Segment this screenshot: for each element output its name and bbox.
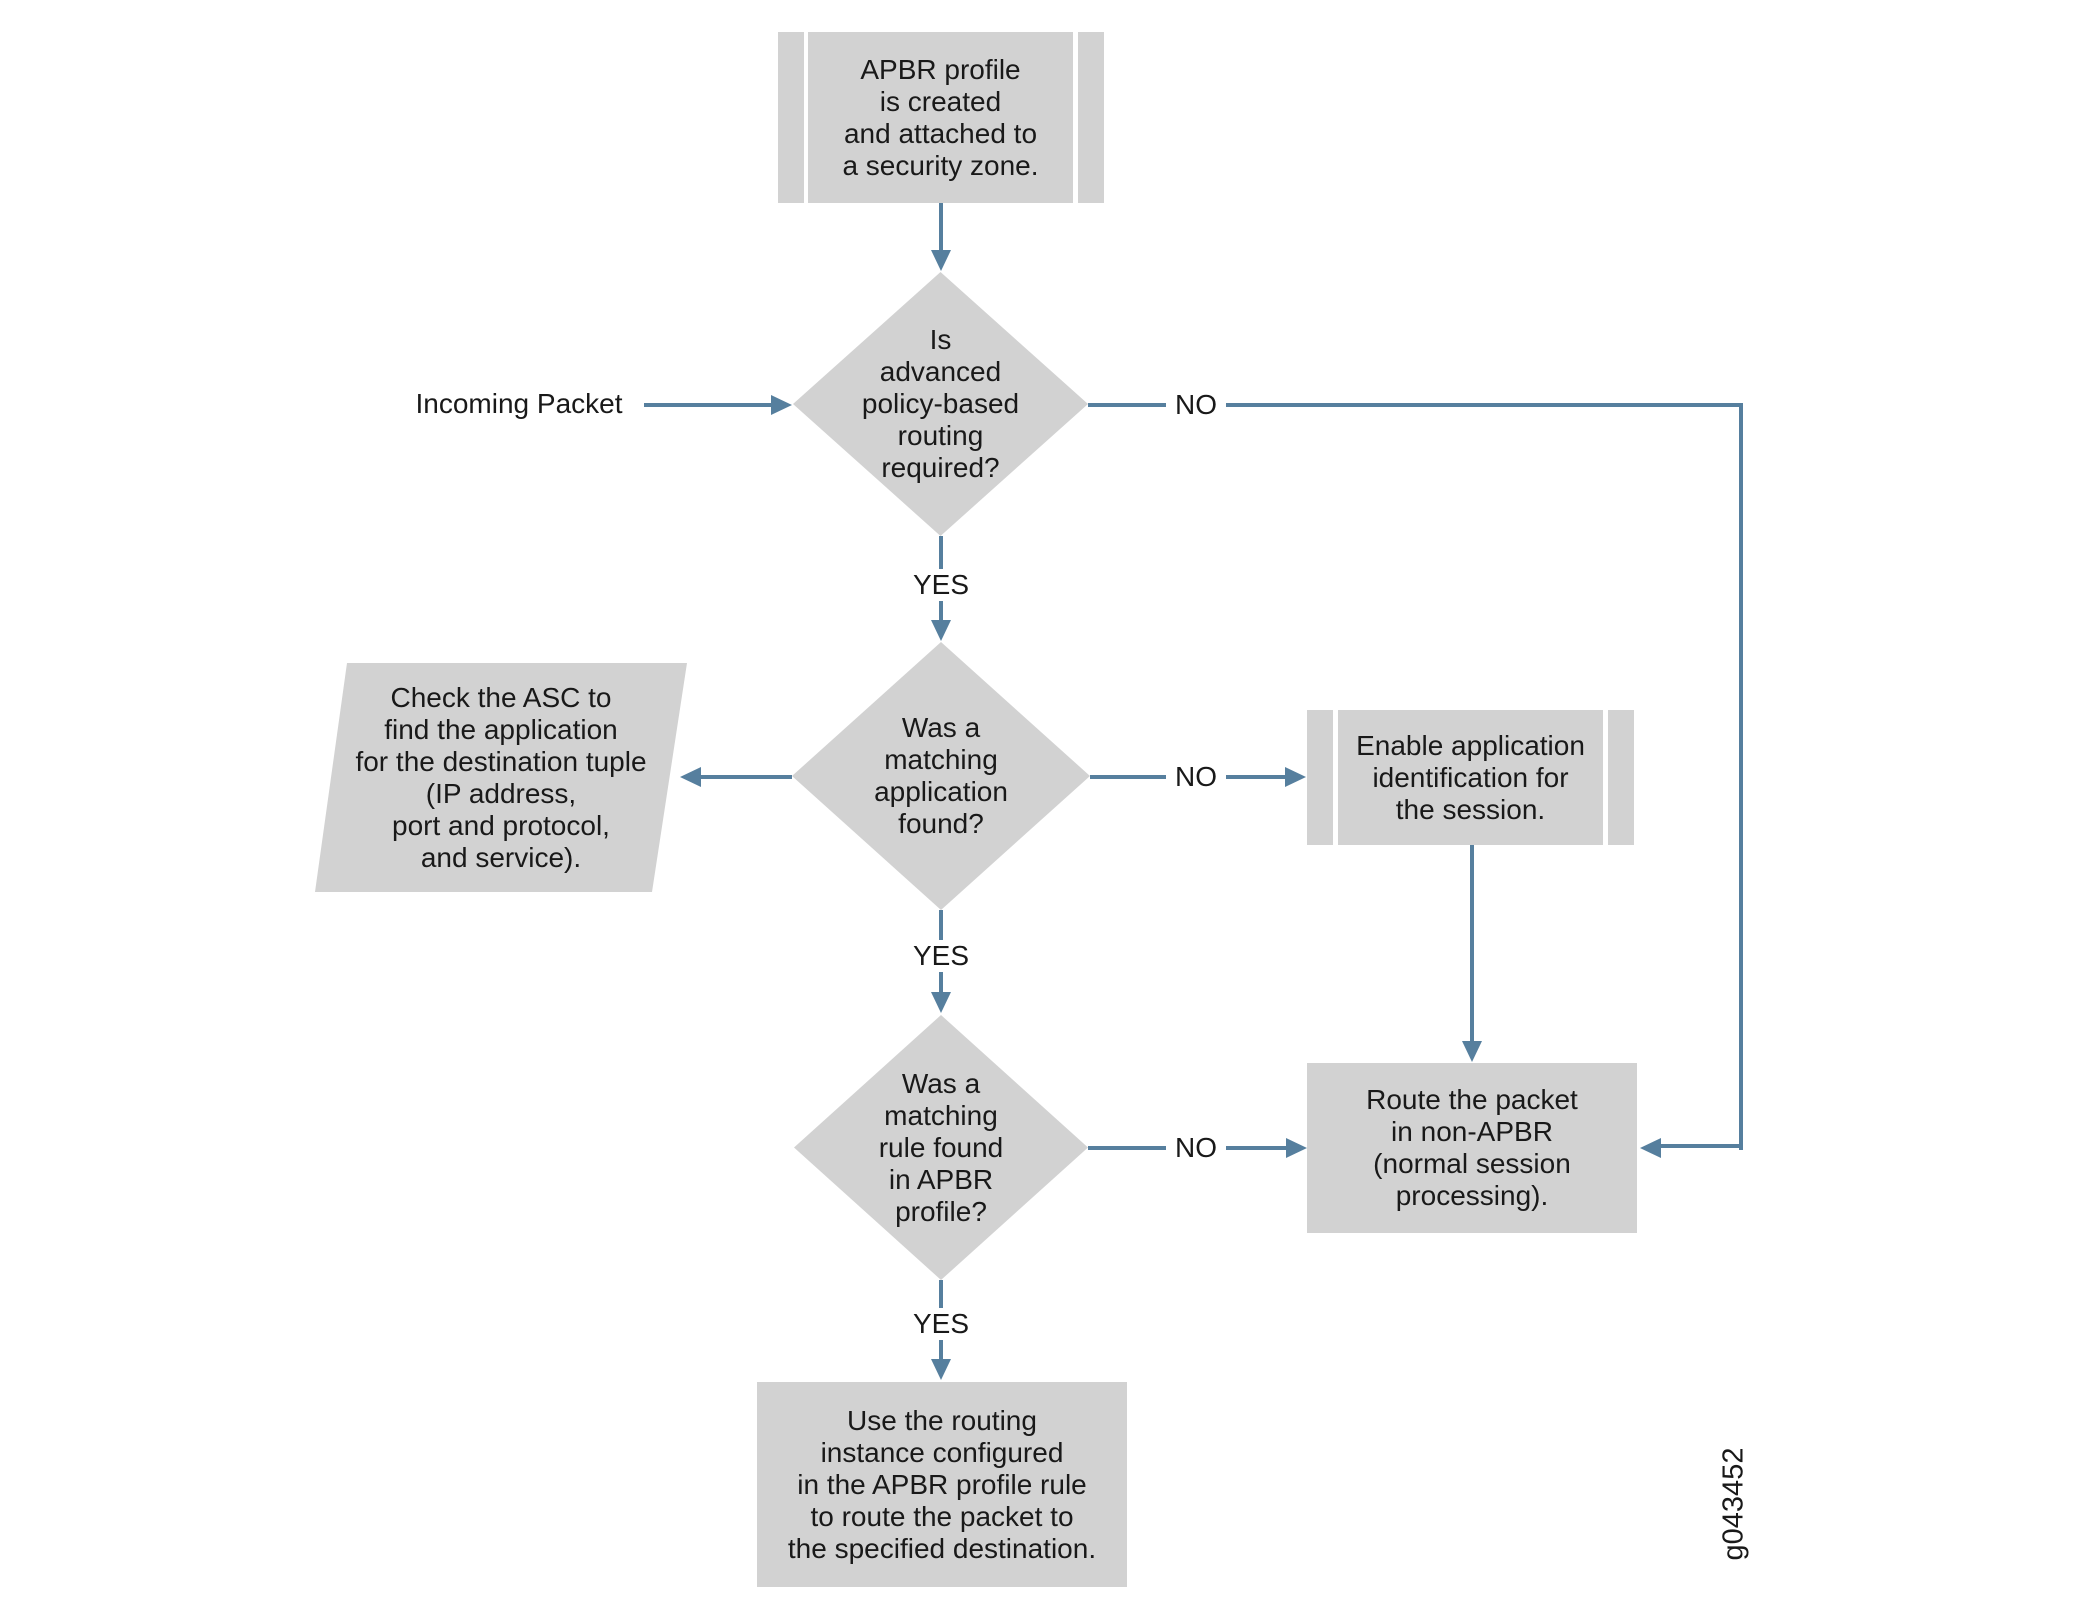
node-enable-app-identification: Enable application identification for th…	[1338, 710, 1603, 845]
edge-decision1-no-line-top	[1088, 403, 1743, 407]
node-decision-apbr-required: Is advanced policy-based routing require…	[793, 272, 1088, 536]
edge-decision3-yes-arrowhead	[931, 1359, 951, 1380]
edge-decision1-no-line-right	[1739, 403, 1743, 1150]
decision2-yes-label: YES	[903, 940, 979, 972]
node-decision-matching-application: Was a matching application found?	[792, 642, 1090, 910]
apbr-profile-right-bar	[1078, 32, 1104, 203]
decision3-no-label: NO	[1166, 1132, 1226, 1164]
edge-decision2-to-asc-line	[701, 775, 792, 779]
decision2-no-label: NO	[1166, 761, 1226, 793]
decision1-yes-label: YES	[903, 569, 979, 601]
edge-decision3-no-arrowhead	[1286, 1138, 1307, 1158]
decision3-yes-label: YES	[903, 1308, 979, 1340]
edge-decision1-yes-arrowhead	[931, 620, 951, 641]
apbr-profile-left-bar	[778, 32, 804, 203]
node-route-non-apbr: Route the packet in non-APBR (normal ses…	[1307, 1063, 1637, 1233]
edge-decision2-to-asc-arrowhead	[680, 767, 701, 787]
edge-decision2-no-arrowhead	[1285, 767, 1306, 787]
figure-id-label: g043452	[1717, 1447, 1750, 1561]
decision1-no-label: NO	[1166, 389, 1226, 421]
edge-decision1-no-arrowhead	[1640, 1138, 1661, 1158]
edge-start-to-decision1-arrowhead	[931, 250, 951, 271]
edge-enable-to-route-line	[1470, 845, 1474, 1042]
enable-app-id-right-bar	[1608, 710, 1634, 845]
node-check-asc: Check the ASC to find the application fo…	[315, 663, 687, 892]
incoming-packet-label: Incoming Packet	[415, 388, 623, 419]
edge-decision2-yes-arrowhead	[931, 992, 951, 1013]
node-apbr-profile: APBR profile is created and attached to …	[808, 32, 1073, 203]
edge-incoming-packet-arrowhead	[771, 395, 792, 415]
edge-decision1-no-line-bottom	[1661, 1144, 1739, 1148]
edge-start-to-decision1-line	[939, 203, 943, 252]
enable-app-id-left-bar	[1307, 710, 1333, 845]
edge-enable-to-route-arrowhead	[1462, 1041, 1482, 1062]
node-decision-matching-rule: Was a matching rule found in APBR profil…	[794, 1015, 1088, 1280]
node-use-routing-instance: Use the routing instance configured in t…	[757, 1382, 1127, 1587]
edge-incoming-packet-line	[644, 403, 772, 407]
